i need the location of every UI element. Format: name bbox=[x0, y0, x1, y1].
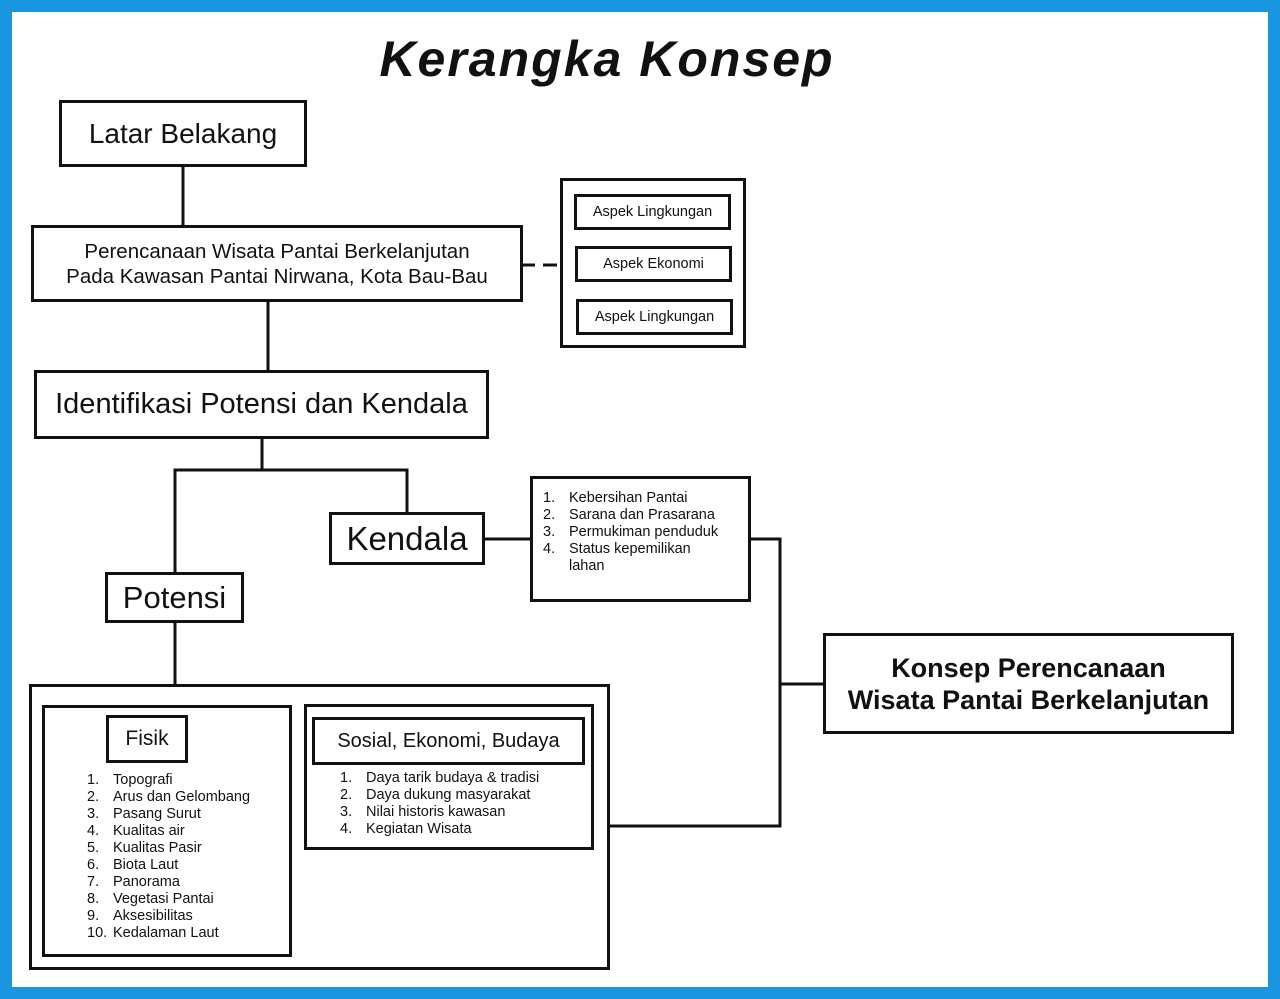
fisik-item: 2.Arus dan Gelombang bbox=[87, 789, 251, 805]
konsep-line1: Konsep Perencanaan bbox=[891, 652, 1166, 683]
latar-belakang-box: Latar Belakang bbox=[59, 100, 307, 167]
page-title: Kerangka Konsep bbox=[379, 31, 835, 87]
fisik-item: 8.Vegetasi Pantai bbox=[87, 891, 214, 907]
aspek-item: Aspek Lingkungan bbox=[576, 299, 733, 335]
fisik-item: 1.Topografi bbox=[87, 772, 173, 788]
konsep-line2: Wisata Pantai Berkelanjutan bbox=[847, 684, 1210, 715]
kendala-list: 1.Kebersihan Pantai 2.Sarana dan Prasara… bbox=[543, 490, 743, 575]
fisik-label: Fisik bbox=[125, 727, 169, 750]
kendala-box: Kendala bbox=[329, 512, 485, 565]
kendala-item: 4.Status kepemilikan lahan bbox=[543, 541, 691, 574]
diagram-frame: Kerangka Konsep Latar Belakang Perencana… bbox=[12, 12, 1268, 987]
fisik-item: 3.Pasang Surut bbox=[87, 806, 201, 822]
perencanaan-line1: Perencanaan Wisata Pantai Berkelanjutan bbox=[84, 239, 470, 263]
potensi-label: Potensi bbox=[122, 579, 227, 615]
fisik-header: Fisik bbox=[106, 715, 188, 763]
identifikasi-label: Identifikasi Potensi dan Kendala bbox=[55, 388, 468, 420]
sosial-list: 1.Daya tarik budaya & tradisi 2.Daya duk… bbox=[340, 770, 539, 838]
line-kendala-list-konsep bbox=[749, 537, 825, 686]
sosial-item: 2.Daya dukung masyarakat bbox=[340, 787, 531, 803]
sosial-label: Sosial, Ekonomi, Budaya bbox=[337, 729, 560, 752]
fisik-item: 5.Kualitas Pasir bbox=[87, 840, 202, 856]
kendala-item: 1.Kebersihan Pantai bbox=[543, 490, 688, 506]
aspek-label: Aspek Ekonomi bbox=[603, 256, 704, 272]
fisik-panel: Fisik 1.Topografi 2.Arus dan Gelombang 3… bbox=[42, 705, 292, 957]
sosial-item: 3.Nilai historis kawasan bbox=[340, 804, 506, 820]
perencanaan-box: Perencanaan Wisata Pantai Berkelanjutan … bbox=[31, 225, 523, 302]
aspek-item: Aspek Ekonomi bbox=[575, 246, 732, 282]
perencanaan-line2: Pada Kawasan Pantai Nirwana, Kota Bau-Ba… bbox=[66, 264, 488, 288]
line-detail-konsep bbox=[608, 684, 782, 828]
fisik-item: 9.Aksesibilitas bbox=[87, 908, 193, 924]
potensi-detail-box: Fisik 1.Topografi 2.Arus dan Gelombang 3… bbox=[29, 684, 610, 970]
konsep-box: Konsep Perencanaan Wisata Pantai Berkela… bbox=[823, 633, 1234, 734]
aspek-label: Aspek Lingkungan bbox=[592, 204, 713, 220]
sosial-item: 4.Kegiatan Wisata bbox=[340, 821, 472, 837]
line-identifikasi-branches bbox=[173, 437, 264, 573]
aspek-item: Aspek Lingkungan bbox=[574, 194, 731, 230]
sosial-panel: Sosial, Ekonomi, Budaya 1.Daya tarik bud… bbox=[304, 704, 594, 850]
potensi-box: Potensi bbox=[105, 572, 244, 623]
kendala-item: 2.Sarana dan Prasarana bbox=[543, 507, 715, 523]
kendala-label: Kendala bbox=[346, 519, 468, 557]
identifikasi-box: Identifikasi Potensi dan Kendala bbox=[34, 370, 489, 439]
fisik-item: 4.Kualitas air bbox=[87, 823, 185, 839]
line-identifikasi-kendala bbox=[262, 468, 409, 514]
fisik-item: 6.Biota Laut bbox=[87, 857, 179, 873]
fisik-list: 1.Topografi 2.Arus dan Gelombang 3.Pasan… bbox=[87, 772, 250, 942]
sosial-header: Sosial, Ekonomi, Budaya bbox=[312, 717, 585, 765]
latar-belakang-label: Latar Belakang bbox=[88, 117, 278, 149]
kendala-list-box: 1.Kebersihan Pantai 2.Sarana dan Prasara… bbox=[530, 476, 751, 602]
aspek-label: Aspek Lingkungan bbox=[594, 309, 715, 325]
kendala-item: 3.Permukiman penduduk bbox=[543, 524, 719, 540]
sosial-item: 1.Daya tarik budaya & tradisi bbox=[340, 770, 540, 786]
connector-lines bbox=[173, 166, 825, 828]
aspek-group: Aspek Lingkungan Aspek Ekonomi Aspek Lin… bbox=[560, 178, 746, 348]
fisik-item: 10.Kedalaman Laut bbox=[87, 925, 219, 941]
fisik-item: 7.Panorama bbox=[87, 874, 180, 890]
